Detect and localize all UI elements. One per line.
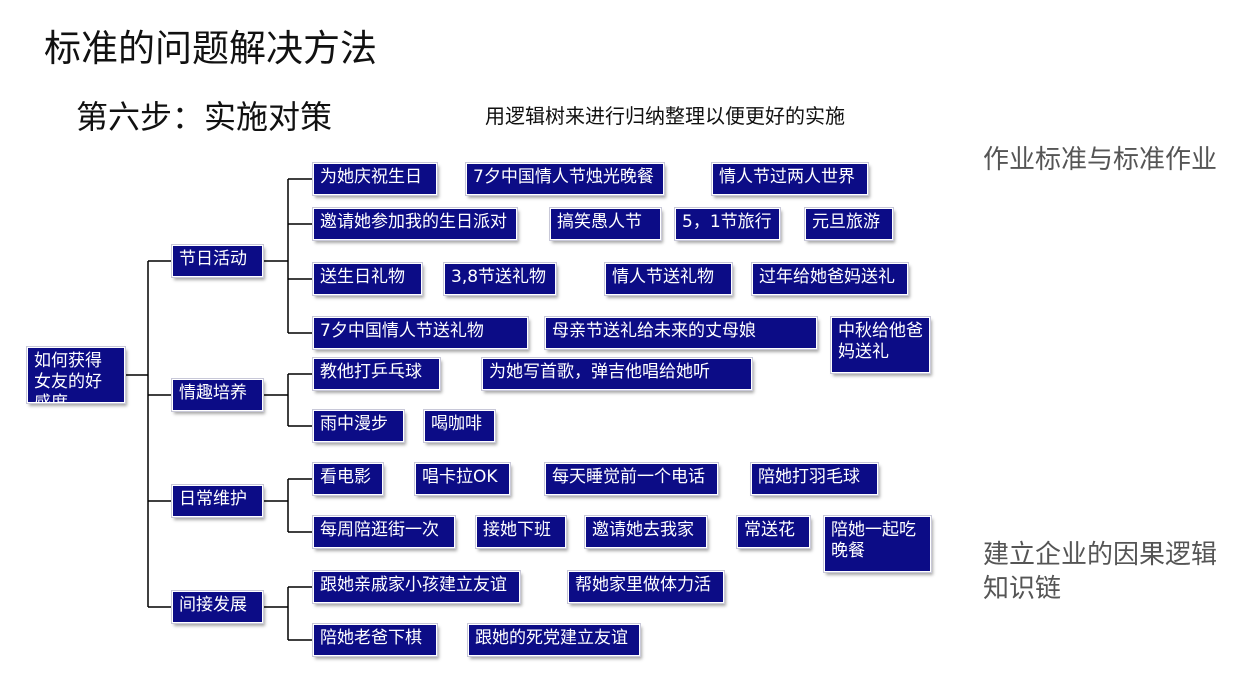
leaf-item: 雨中漫步 [312,409,405,443]
leaf-item: 为她庆祝生日 [312,162,438,196]
leaf-item: 7夕中国情人节烛光晚餐 [465,162,665,196]
leaf-item: 看电影 [312,462,384,496]
leaf-item: 陪她打羽毛球 [750,462,879,496]
branch-festival-activities: 节日活动 [171,244,264,278]
subtitle: 用逻辑树来进行归纳整理以便更好的实施 [485,104,845,128]
leaf-item: 每周陪逛街一次 [312,515,456,549]
leaf-item: 7夕中国情人节送礼物 [312,316,529,350]
leaf-item: 跟她的死党建立友谊 [467,623,641,657]
leaf-item: 母亲节送礼给未来的丈母娘 [544,316,818,350]
leaf-item: 常送花 [736,515,811,549]
side-note-top: 作业标准与标准作业 [983,145,1218,175]
leaf-item: 邀请她参加我的生日派对 [312,207,518,241]
leaf-item: 情人节送礼物 [604,262,733,296]
leaf-item: 跟她亲戚家小孩建立友谊 [312,570,521,604]
leaf-item: 接她下班 [475,515,567,549]
leaf-item: 情人节过两人世界 [711,162,869,196]
leaf-item: 陪她老爸下棋 [312,623,438,657]
branch-indirect-development: 间接发展 [171,590,264,624]
leaf-item: 送生日礼物 [312,262,423,296]
leaf-item: 喝咖啡 [423,409,496,443]
tree-root: 如何获得女友的好感度 [26,346,126,404]
leaf-item: 搞笑愚人节 [549,207,662,241]
leaf-item: 邀请她去我家 [584,515,708,549]
leaf-item: 中秋给他爸妈送礼 [830,316,931,374]
leaf-item: 唱卡拉OK [414,462,511,496]
leaf-item: 教他打乒乓球 [312,357,441,391]
leaf-item: 帮她家里做体力活 [567,570,725,604]
branch-daily-maintenance: 日常维护 [171,484,264,518]
leaf-item: 陪她一起吃晚餐 [823,515,932,573]
step-heading: 第六步：实施对策 [76,98,333,136]
side-note-bottom: 建立企业的因果逻辑知识链 [983,540,1218,604]
leaf-item: 3,8节送礼物 [443,262,557,296]
leaf-item: 每天睡觉前一个电话 [544,462,719,496]
leaf-item: 为她写首歌，弹吉他唱给她听 [481,357,753,391]
branch-interest-cultivation: 情趣培养 [171,378,264,412]
page-title: 标准的问题解决方法 [44,27,377,70]
leaf-item: 过年给她爸妈送礼 [751,262,909,296]
leaf-item: 5，1节旅行 [674,207,781,241]
leaf-item: 元旦旅游 [804,207,894,241]
